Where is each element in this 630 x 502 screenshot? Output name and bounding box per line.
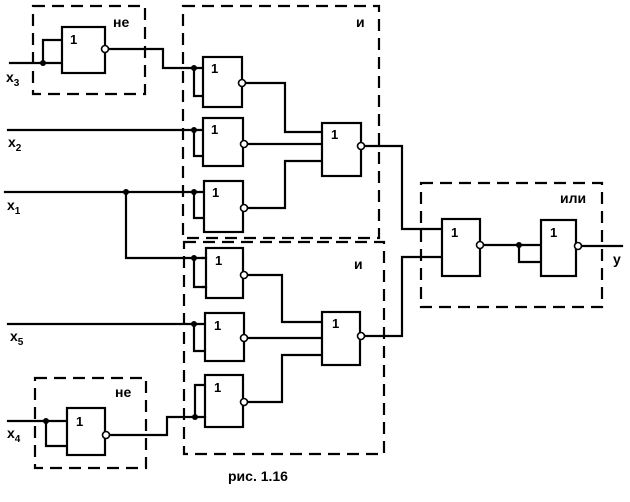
gate-symbol: 1 — [211, 122, 218, 137]
block-and-top — [181, 4, 381, 240]
gate-symbol: 1 — [212, 185, 219, 200]
gate-symbol: 1 — [214, 380, 221, 395]
gate-and-bottom-out — [320, 310, 362, 367]
gate-symbol: 1 — [214, 318, 221, 333]
gate-symbol: 1 — [76, 414, 83, 429]
gate-and-top-3 — [202, 179, 245, 234]
gate-and-bottom-3 — [203, 373, 245, 429]
input-label-x3: x3 — [6, 69, 20, 89]
block-label-and-top: и — [356, 14, 365, 30]
gate-symbol: 1 — [215, 253, 222, 268]
gate-or-1 — [440, 217, 482, 278]
svg-text:x4: x4 — [7, 425, 21, 445]
figure-caption: рис. 1.16 — [228, 468, 288, 484]
gate-symbol: 1 — [211, 61, 218, 76]
output-label-y: y — [613, 251, 621, 267]
gate-and-bottom-2 — [203, 311, 246, 363]
gate-and-top-2 — [201, 116, 245, 168]
svg-text:x3: x3 — [6, 69, 20, 89]
input-label-x4: x4 — [7, 425, 21, 445]
block-not-x4 — [33, 376, 148, 470]
block-label-not-x3: не — [113, 14, 129, 30]
gate-symbol: 1 — [451, 225, 458, 240]
svg-text:x1: x1 — [7, 197, 21, 217]
block-label-not-x4: не — [115, 384, 131, 400]
gate-symbol: 1 — [70, 32, 77, 47]
svg-text:x5: x5 — [10, 328, 24, 348]
input-label-x5: x5 — [10, 328, 24, 348]
gate-not-x3 — [60, 25, 107, 75]
gate-or-inverter — [539, 218, 578, 278]
input-label-x1: x1 — [7, 197, 21, 217]
gate-and-top-1 — [201, 55, 244, 109]
input-label-x2: x2 — [8, 134, 22, 154]
gate-not-x4 — [65, 406, 107, 457]
gate-and-top-out — [320, 121, 363, 178]
svg-text:x2: x2 — [8, 134, 22, 154]
gate-and-bottom-1 — [204, 246, 245, 300]
gate-symbol: 1 — [332, 316, 339, 331]
gate-symbol: 1 — [550, 225, 557, 240]
gate-symbol: 1 — [331, 127, 338, 142]
block-and-bottom — [182, 240, 386, 456]
block-label-and-bottom: и — [354, 256, 363, 272]
block-label-or: или — [560, 190, 586, 206]
